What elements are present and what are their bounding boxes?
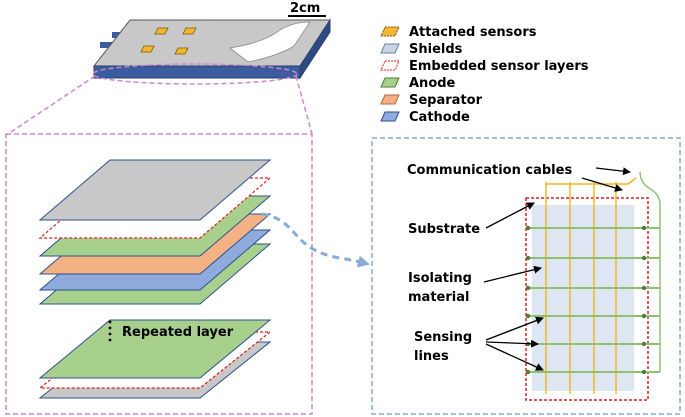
sensing-node — [525, 255, 531, 261]
zoom-line-right — [295, 75, 313, 135]
layer-stack: Repeated layer — [38, 159, 272, 399]
dot — [108, 320, 112, 324]
shields-swatch — [380, 43, 400, 54]
isolating-material-label-line2: material — [408, 290, 469, 305]
legend-label: Cathode — [409, 110, 470, 125]
legend-label: Separator — [409, 93, 483, 108]
sensing-node — [641, 225, 647, 231]
legend-item-anode: Anode — [380, 76, 456, 91]
legend-item-embedded-sensor-layers: Embedded sensor layers — [380, 59, 589, 74]
legend-label: Attached sensors — [409, 25, 537, 40]
attached-sensor — [174, 47, 189, 55]
sensing-node — [525, 313, 531, 319]
embedded-sensor-layer-outline — [525, 197, 649, 401]
shield-layer — [38, 159, 272, 221]
attached-sensor — [140, 45, 155, 53]
sensing-lines — [528, 171, 661, 373]
dot — [108, 332, 112, 336]
sensing-node — [641, 285, 647, 291]
attached-sensors — [140, 27, 197, 55]
substrate-label: Substrate — [408, 222, 480, 237]
sensing-lines-label-line2: lines — [414, 349, 449, 364]
legend: Attached sensors Shields Embedded sensor… — [380, 25, 589, 125]
cell-side-face — [299, 18, 331, 80]
embedded-sensor-layers-swatch — [380, 60, 400, 71]
cables-arrow — [581, 177, 623, 192]
sensing-node — [641, 313, 647, 319]
legend-item-shields: Shields — [380, 42, 463, 57]
sensing-lines-label-line1: Sensing — [414, 330, 472, 345]
sensing-nodes — [525, 225, 647, 375]
sensor-layer-detail: Communication cables Substrate Isolating… — [407, 163, 661, 401]
cable-bundle — [546, 177, 637, 185]
shield-strip — [229, 21, 311, 63]
embedded-layer-highlight — [92, 63, 298, 85]
sensing-arrow — [485, 339, 539, 348]
legend-label: Shields — [409, 42, 463, 57]
scale-bar-label: 2cm — [290, 1, 320, 16]
sensing-node — [525, 225, 531, 231]
separator-swatch — [380, 94, 400, 105]
communication-cables-label: Communication cables — [407, 163, 572, 178]
cathode-swatch — [380, 111, 400, 122]
zoom-arrow — [261, 212, 370, 268]
scale-bar: 2cm — [288, 1, 326, 17]
legend-item-cathode: Cathode — [380, 110, 470, 125]
attached-sensor — [154, 27, 169, 35]
cables-arrow — [595, 167, 631, 176]
isolating-arrow — [483, 265, 542, 283]
zoom-line-left — [7, 75, 96, 135]
anode-swatch — [380, 77, 400, 88]
legend-item-separator: Separator — [380, 93, 483, 108]
sensing-node — [525, 369, 531, 375]
cell-tab-2 — [100, 42, 114, 48]
dot — [108, 338, 112, 342]
sensing-node — [641, 341, 647, 347]
legend-label: Anode — [409, 76, 456, 91]
legend-label: Embedded sensor layers — [409, 59, 589, 74]
battery-cell — [92, 18, 331, 85]
anode-layer — [38, 319, 272, 379]
dot — [108, 326, 112, 330]
layer-stack-panel — [5, 133, 313, 415]
attached-sensors-swatch — [380, 26, 400, 37]
repeat-dots — [108, 320, 112, 342]
sensing-line-bus — [639, 171, 661, 372]
sensing-arrow — [485, 316, 544, 341]
sensing-arrow — [485, 343, 544, 371]
sensing-node — [641, 369, 647, 375]
substrate-arrow — [485, 202, 535, 229]
sensing-node — [525, 285, 531, 291]
legend-item-attached-sensors: Attached sensors — [380, 25, 537, 40]
attached-sensor — [182, 27, 197, 35]
sensor-layer-panel — [371, 137, 681, 415]
isolating-material-label-line1: Isolating — [408, 271, 472, 286]
substrate — [532, 205, 634, 391]
callout-arrows — [483, 167, 631, 371]
sensing-node — [641, 255, 647, 261]
repeated-layer-label: Repeated layer — [122, 325, 234, 340]
